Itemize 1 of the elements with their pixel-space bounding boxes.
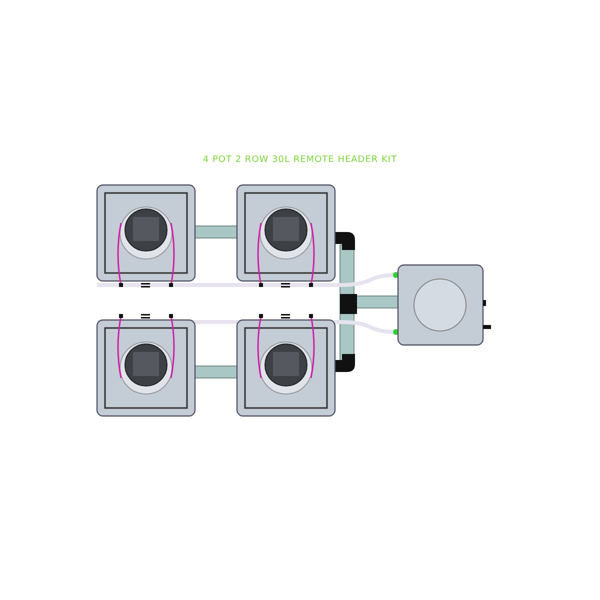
kit-title: 4 POT 2 ROW 30L REMOTE HEADER KIT [202, 155, 398, 165]
